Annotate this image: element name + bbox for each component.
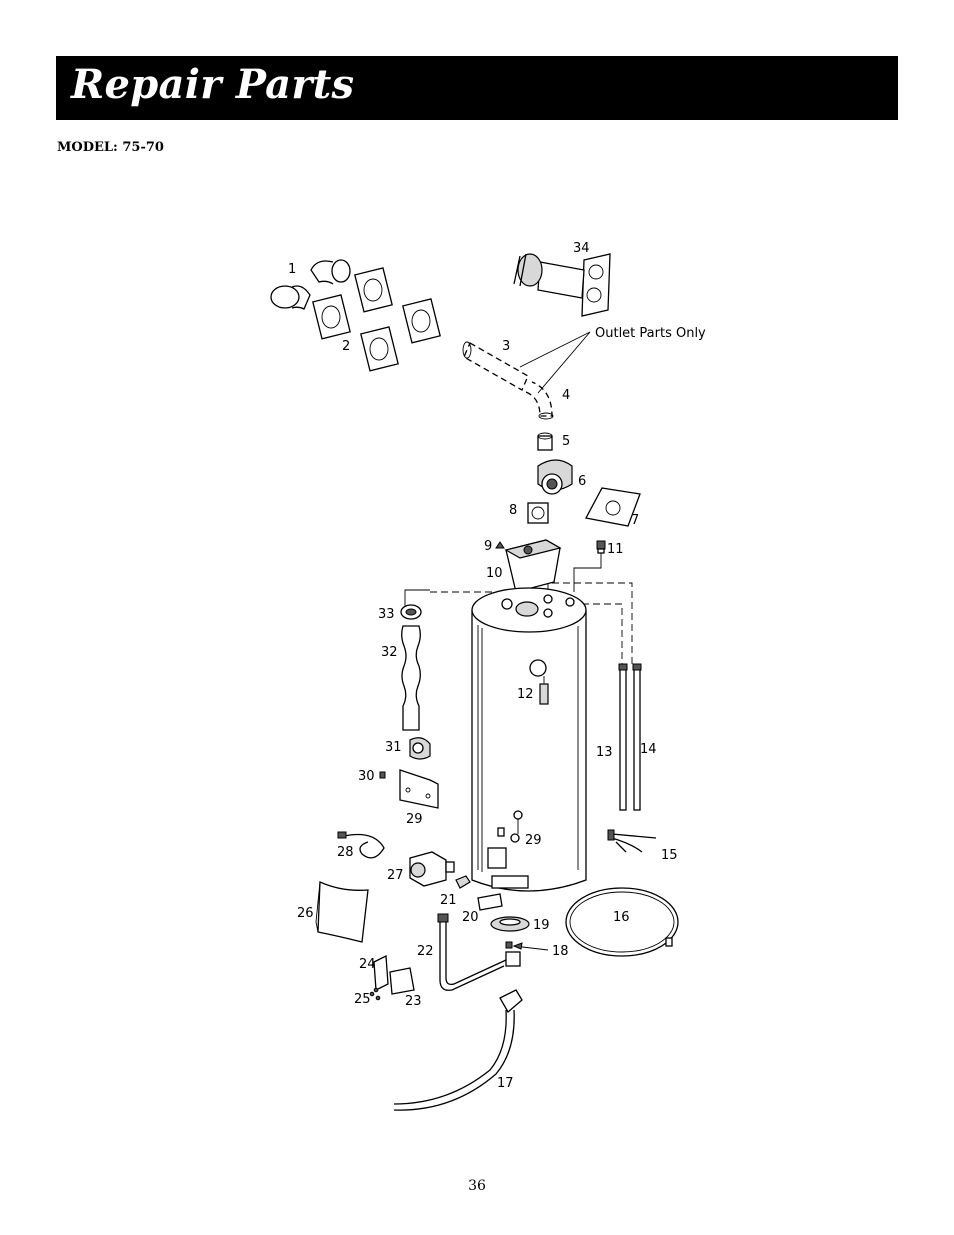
callout-24: 24	[359, 957, 376, 972]
part-1-elbows	[270, 259, 351, 310]
callout-7: 7	[631, 513, 639, 528]
callout-30: 30	[358, 769, 375, 784]
model-label: MODEL: 75-70	[57, 140, 164, 155]
callout-28: 28	[337, 845, 354, 860]
part-3-vent-pipe	[462, 341, 529, 391]
callout-6: 6	[578, 474, 586, 489]
callout-labels: 1 2 3 4 5 6 7 8 9 10 11 12 13 14 15 16 1…	[288, 241, 706, 1091]
part-15-harness	[607, 829, 657, 853]
callout-33: 33	[378, 607, 395, 622]
part-25-screws	[369, 987, 381, 1001]
callout-34: 34	[573, 241, 590, 256]
callout-29-bracket: 29	[406, 812, 423, 827]
callout-27: 27	[387, 868, 404, 883]
part-31-thermostat	[409, 737, 431, 760]
part-29-bracket	[399, 769, 439, 809]
callout-4: 4	[562, 388, 570, 403]
callout-16: 16	[613, 910, 630, 925]
part-12-probe	[539, 676, 549, 705]
callout-12: 12	[517, 687, 534, 702]
part-23-plate	[389, 967, 415, 995]
callout-17: 17	[497, 1076, 514, 1091]
callout-20: 20	[462, 910, 479, 925]
callout-29-tank: 29	[525, 833, 542, 848]
header-bar: Repair Parts	[56, 56, 898, 120]
callout-10: 10	[486, 566, 503, 581]
part-8-gasket	[527, 502, 549, 524]
callout-21: 21	[440, 893, 457, 908]
part-33-cap	[400, 604, 422, 620]
part-5-coupling	[537, 432, 553, 451]
part-34-vent-terminal	[513, 253, 611, 317]
callout-25: 25	[354, 992, 371, 1007]
water-heater-tank	[471, 587, 587, 892]
part-16-band	[565, 887, 679, 957]
callout-22: 22	[417, 944, 434, 959]
part-10-collector	[504, 539, 562, 593]
part-7-plate	[585, 487, 641, 527]
callout-32: 32	[381, 645, 398, 660]
callout-18: 18	[552, 944, 569, 959]
part-21-fitting	[455, 875, 471, 889]
callout-11: 11	[607, 542, 624, 557]
callout-5: 5	[562, 434, 570, 449]
part-22-manifold	[437, 913, 521, 991]
callout-19: 19	[533, 918, 550, 933]
page-number: 36	[468, 1178, 486, 1194]
part-13-14-dip-tubes	[618, 663, 642, 811]
part-17-pilot-tube	[393, 989, 523, 1111]
top-dash-line-2	[547, 582, 633, 668]
callout-14: 14	[640, 742, 657, 757]
part-19-burner	[490, 916, 530, 932]
outlet-leader-lines	[519, 331, 591, 394]
part-32-anode-rod	[401, 625, 421, 731]
part-28-wire	[337, 831, 385, 859]
part-11-fitting	[573, 540, 606, 592]
part-4-elbow	[525, 381, 554, 420]
part-30-clip	[379, 771, 386, 779]
outlet-parts-note: Outlet Parts Only	[595, 326, 706, 341]
callout-23: 23	[405, 994, 422, 1009]
top-dash-line-3	[571, 603, 623, 668]
callout-31: 31	[385, 740, 402, 755]
part-20-door	[477, 893, 503, 911]
part-9-screw	[495, 541, 505, 549]
callout-8: 8	[509, 503, 517, 518]
part-2-gaskets	[312, 267, 441, 372]
part-27-gas-valve	[409, 851, 455, 887]
part-24-plate	[373, 954, 389, 992]
callout-9: 9	[484, 539, 492, 554]
part-18-orifice	[505, 941, 549, 951]
callout-15: 15	[661, 848, 678, 863]
callout-1: 1	[288, 262, 296, 277]
part-26-outer-door	[315, 881, 369, 943]
callout-13: 13	[596, 745, 613, 760]
page-title: Repair Parts	[71, 61, 355, 108]
callout-2: 2	[342, 339, 350, 354]
anode-leader	[404, 589, 430, 610]
part-6-blower	[537, 459, 573, 495]
callout-26: 26	[297, 906, 314, 921]
callout-3: 3	[502, 339, 510, 354]
